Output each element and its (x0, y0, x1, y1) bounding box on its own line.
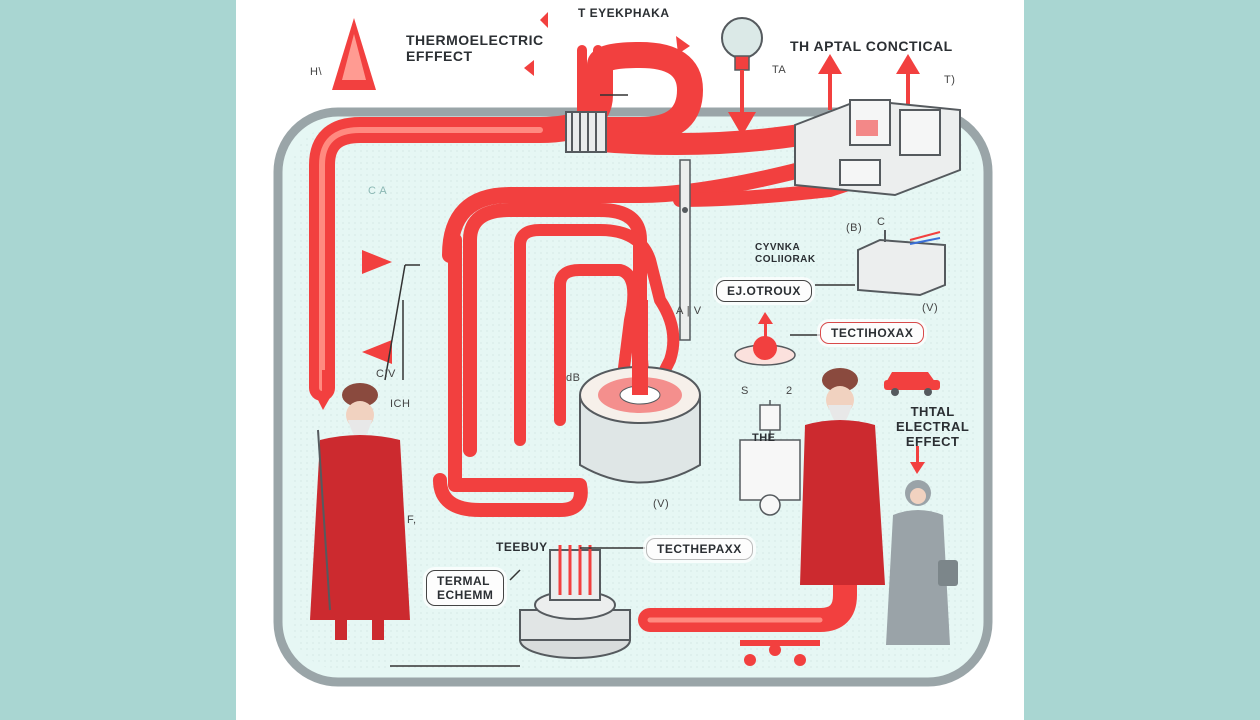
ca-label: C A (368, 185, 388, 197)
arrow-icon (316, 12, 925, 474)
pipe-inner-1 (442, 162, 808, 263)
lightbulb-icon (721, 17, 763, 136)
figure-right (800, 368, 885, 585)
db-label: dB (566, 372, 581, 384)
cyvnka-line-1: CYVNKA (755, 242, 801, 253)
cv-label: C!V (376, 368, 396, 380)
car-icon (884, 372, 940, 396)
pipe-inner-3 (433, 233, 588, 517)
total-line-3: EFFECT (905, 434, 960, 449)
h-left-label: H\ (310, 66, 322, 78)
total-electrical-effect-label: THTAL ELECTRAL EFFECT (896, 404, 969, 449)
c-tag-label: C (877, 216, 886, 228)
cart-icon (739, 400, 801, 516)
pipe-top-feed (577, 45, 603, 125)
top-center-label: T EYEKPHAKA (578, 6, 670, 20)
techepaxx-box: TECTHEPAXX (646, 538, 753, 560)
technoxax-box: TECTIHOXAX (820, 322, 925, 344)
tj-label: T) (944, 74, 956, 86)
cyvnka-label: CYVNKA COLIIORAK (755, 242, 816, 266)
total-line-1: THTAL (910, 404, 955, 419)
aiv-label: A | V (676, 305, 702, 317)
f-label: F, (407, 514, 417, 526)
sensor-icon (734, 336, 796, 366)
thermoelectric-effect-label: THERMOELECTRIC EFFFECT (406, 32, 544, 64)
pipe-diagonal (579, 124, 871, 155)
pipe-mid-right (673, 173, 867, 207)
v-tag-center-label: (V) (653, 498, 670, 510)
s-label: S (741, 385, 749, 397)
leader-lines (384, 94, 855, 667)
small-device-icon (857, 230, 946, 297)
termal-echemm-box: TERMAL ECHEMM (426, 570, 505, 606)
heater-icon (519, 545, 631, 659)
figure-left (310, 383, 410, 640)
termal-line-2: ECHEMM (437, 588, 494, 602)
generator-icon (579, 300, 701, 484)
v-tag-right-label: (V) (922, 302, 939, 314)
device-icon (794, 98, 961, 197)
two-label: 2 (786, 385, 793, 397)
coil-icon (565, 111, 607, 153)
teebuy-label: TEEBUY (496, 540, 548, 554)
thermoelectric-line-1: THERMOELECTRIC (406, 32, 544, 48)
cyvnka-line-2: COLIIORAK (755, 254, 816, 265)
top-right-label: TH APTAL CONCTICAL (790, 38, 953, 54)
pipe-inner-4 (514, 224, 680, 446)
b-tag-label: (B) (846, 222, 863, 234)
elotroux-box: EJ.OTROUX (716, 280, 812, 302)
the-label: THE (752, 432, 776, 444)
total-line-2: ELECTRAL (896, 419, 970, 434)
thermoelectric-line-2: EFFFECT (406, 48, 473, 64)
ich-label: ICH (390, 398, 411, 410)
figure-woman (886, 480, 958, 645)
rod-icon (679, 159, 691, 341)
ta-label: TA (772, 64, 787, 76)
termal-line-1: TERMAL (437, 574, 490, 588)
valve-icon (740, 640, 820, 666)
tree-icon (332, 18, 376, 90)
